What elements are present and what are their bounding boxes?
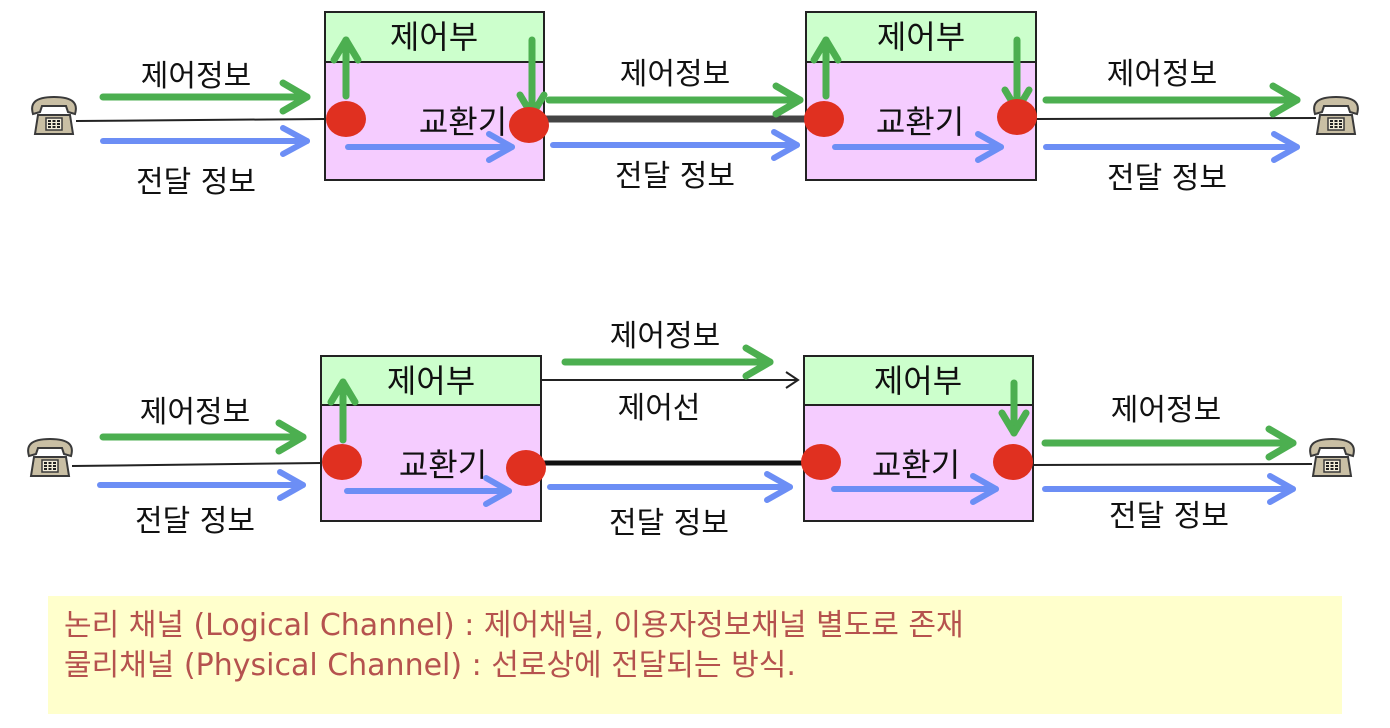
control-info-label: 제어정보 <box>140 395 250 430</box>
bottom-diagram: 제어부 제어부 교환기 교환기 <box>27 319 1355 541</box>
control-line-arrow <box>541 371 800 389</box>
switch-label: 교환기 <box>872 446 960 484</box>
control-info-label: 제어정보 <box>610 319 720 354</box>
transfer-info-label: 전달 정보 <box>615 159 735 194</box>
channel-note-box: 논리 채널 (Logical Channel) : 제어채널, 이용자정보채널 … <box>48 596 1342 714</box>
control-info-label: 제어정보 <box>141 59 251 94</box>
control-info-label: 제어정보 <box>1111 393 1221 428</box>
control-box-1-top <box>324 11 545 63</box>
subscriber-line <box>75 118 326 122</box>
top-diagram: 제어부 제어부 교환기 교환기 <box>31 11 1359 200</box>
physical-channel-note: 물리채널 (Physical Channel) : 선로상에 전달되는 방식. <box>64 648 796 683</box>
connection-point-dot <box>804 101 844 137</box>
control-unit-label: 제어부 <box>877 18 965 56</box>
logical-channel-note: 논리 채널 (Logical Channel) : 제어채널, 이용자정보채널 … <box>64 608 964 643</box>
connection-point-dot <box>997 99 1037 135</box>
switch-label: 교환기 <box>399 446 487 484</box>
switch-label: 교환기 <box>876 103 964 141</box>
control-unit-label: 제어부 <box>387 362 475 400</box>
transfer-info-label: 전달 정보 <box>609 506 729 541</box>
control-box-2-bottom <box>803 355 1034 406</box>
transfer-info-label: 전달 정보 <box>1109 499 1229 534</box>
control-info-label: 제어정보 <box>620 57 730 92</box>
subscriber-line <box>1032 463 1313 466</box>
telephone-icon <box>31 96 77 135</box>
transfer-info-label: 전달 정보 <box>1107 161 1227 196</box>
telephone-icon <box>27 438 73 477</box>
telephone-icon <box>1309 438 1355 477</box>
control-info-label: 제어정보 <box>1107 57 1217 92</box>
connection-point-dot <box>801 444 841 480</box>
telephone-icon <box>1313 96 1359 135</box>
subscriber-line <box>1035 117 1317 120</box>
control-line-label: 제어선 <box>618 391 701 426</box>
connection-point-dot <box>322 444 362 480</box>
connection-point-dot <box>326 101 366 137</box>
control-box-2-top <box>805 11 1037 63</box>
connection-point-dot <box>993 444 1033 480</box>
control-unit-label: 제어부 <box>874 362 962 400</box>
subscriber-line <box>71 462 322 467</box>
control-unit-label: 제어부 <box>390 18 478 56</box>
transfer-info-label: 전달 정보 <box>136 165 256 200</box>
connection-point-dot <box>509 107 549 143</box>
transfer-info-label: 전달 정보 <box>135 504 255 539</box>
connection-point-dot <box>506 450 546 486</box>
